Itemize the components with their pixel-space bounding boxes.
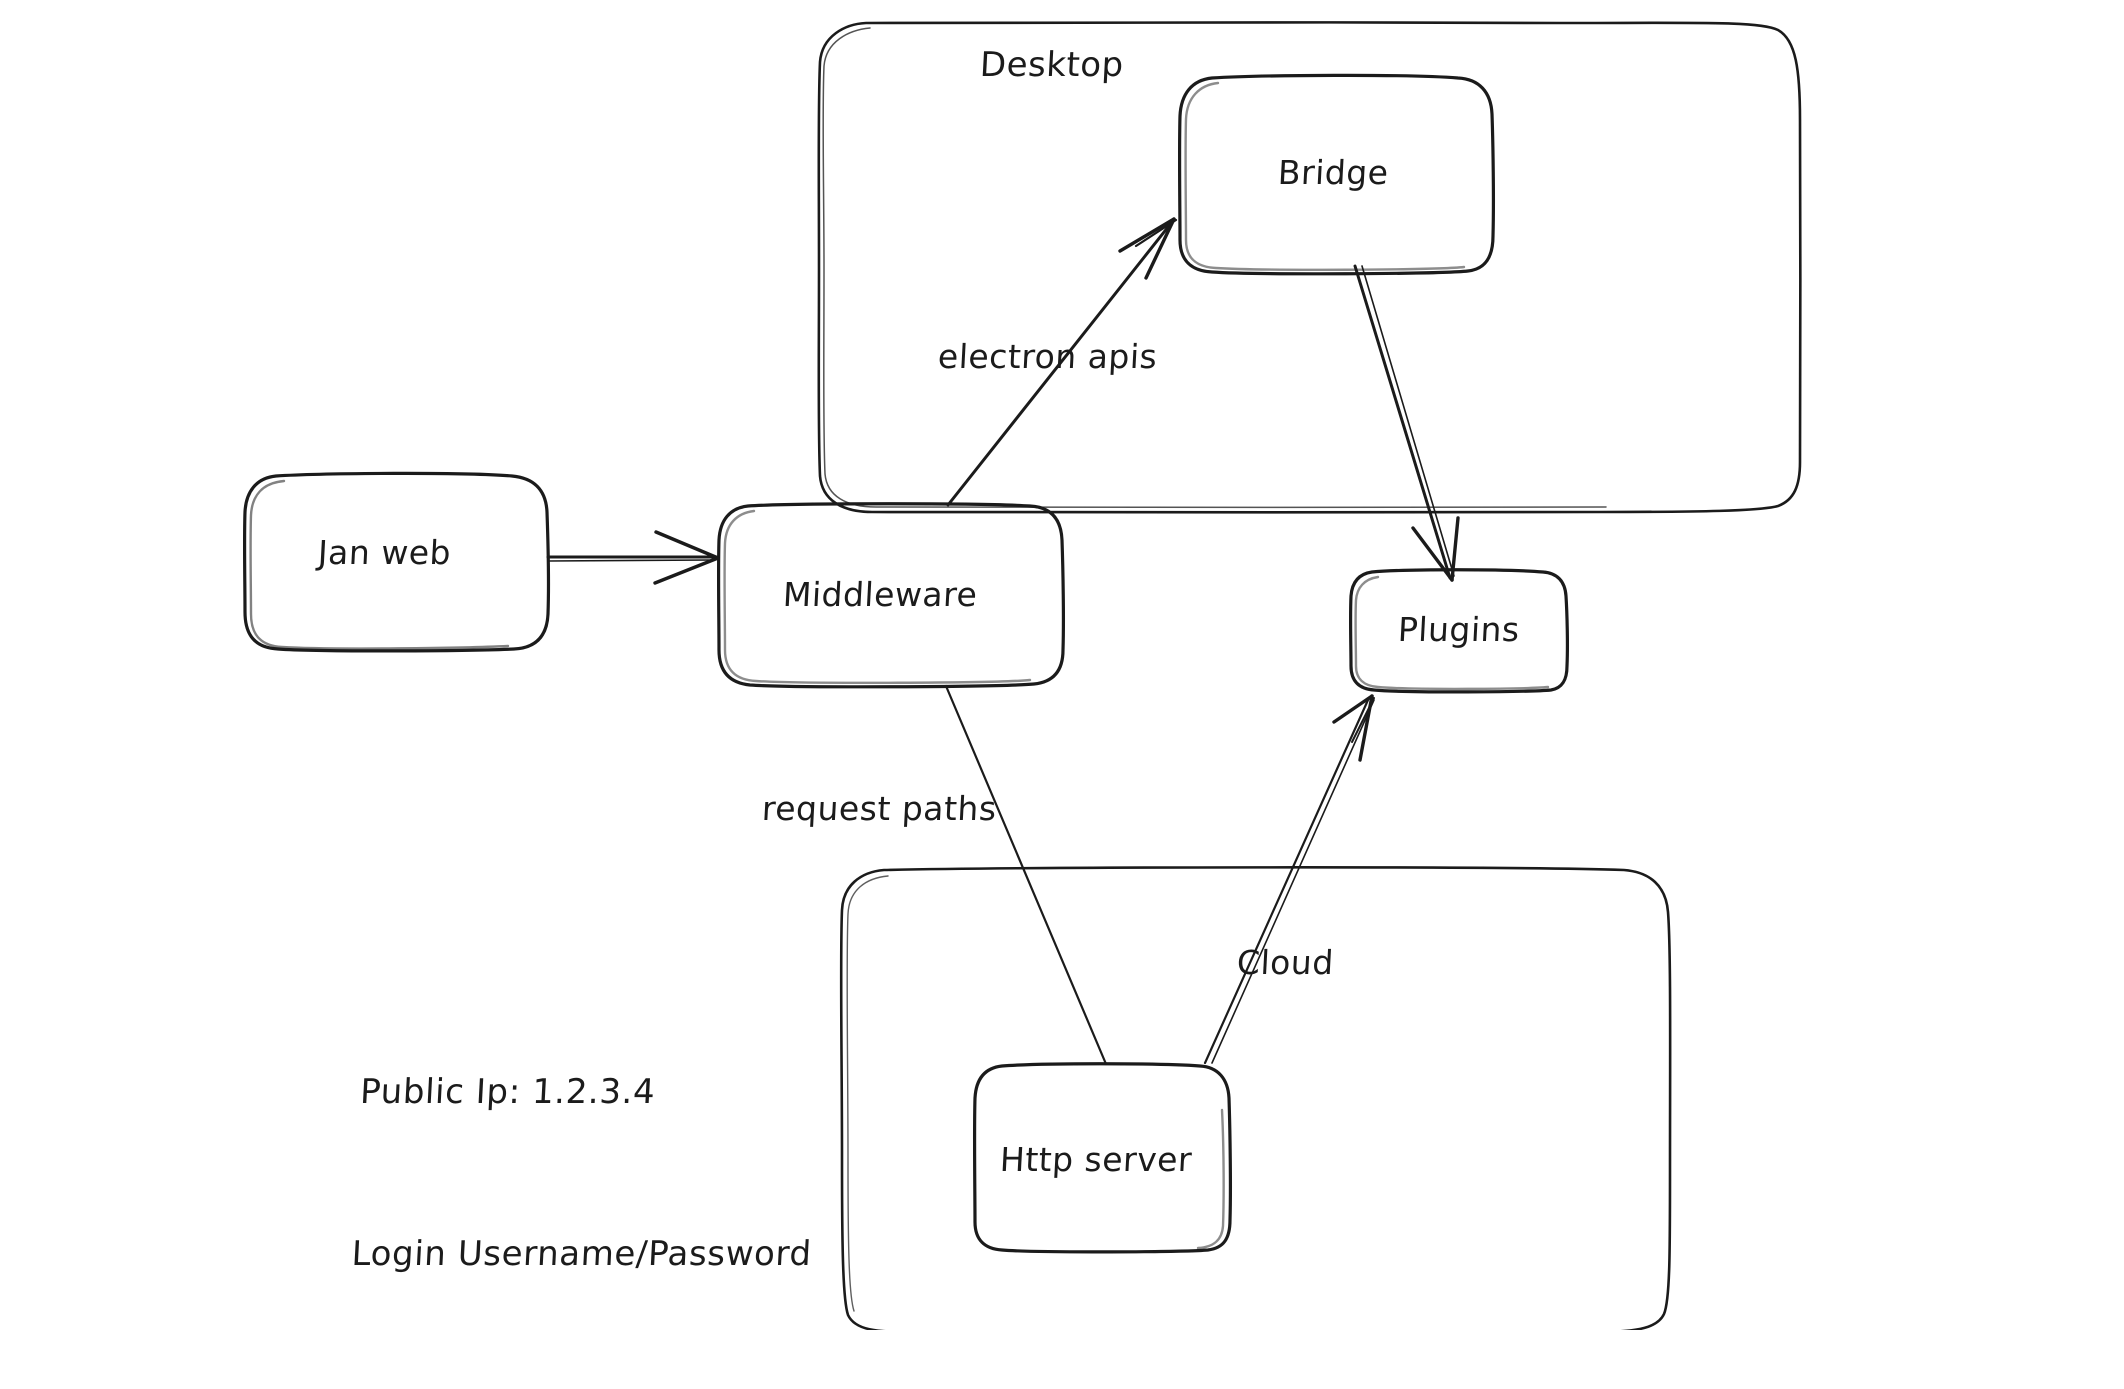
bottom-spacer bbox=[0, 1330, 2124, 1344]
edge-httpserver-middleware bbox=[944, 684, 1108, 1066]
edge-bridge-plugins bbox=[1353, 264, 1460, 582]
group-cloud-outline bbox=[839, 866, 1672, 1334]
node-label-bridge: Bridge bbox=[1276, 153, 1390, 192]
edge-httpserver-plugins bbox=[1203, 694, 1375, 1065]
note-public-ip: Public Ip: 1.2.3.4 bbox=[359, 1072, 657, 1112]
diagram-canvas: Desktop Jan web Middleware Bridge Plugin… bbox=[0, 20, 2124, 1344]
group-desktop-outline bbox=[817, 20, 1802, 514]
edge-middleware-bridge bbox=[946, 217, 1178, 507]
group-label-desktop: Desktop bbox=[978, 45, 1125, 85]
node-label-jan-web: Jan web bbox=[316, 533, 453, 572]
diagram-svg bbox=[242, 20, 1802, 1334]
node-middleware-outline bbox=[716, 502, 1066, 689]
edge-label-cloud: Cloud bbox=[1235, 943, 1335, 982]
edge-label-electron-apis: electron apis bbox=[936, 337, 1159, 376]
note-login: Login Username/Password bbox=[350, 1234, 813, 1274]
node-http-server-outline bbox=[972, 1062, 1233, 1254]
node-label-middleware: Middleware bbox=[781, 575, 979, 614]
node-plugins-outline bbox=[1348, 568, 1570, 694]
node-bridge-outline bbox=[1177, 73, 1496, 276]
notes-block: Public Ip: 1.2.3.4 Login Username/Passwo… bbox=[345, 957, 828, 1389]
node-label-plugins: Plugins bbox=[1396, 610, 1521, 649]
node-label-http-server: Http server bbox=[998, 1140, 1194, 1179]
edge-label-request-paths: request paths bbox=[760, 789, 998, 828]
edge-janweb-middleware bbox=[546, 530, 720, 585]
node-jan-web-outline bbox=[242, 471, 551, 653]
